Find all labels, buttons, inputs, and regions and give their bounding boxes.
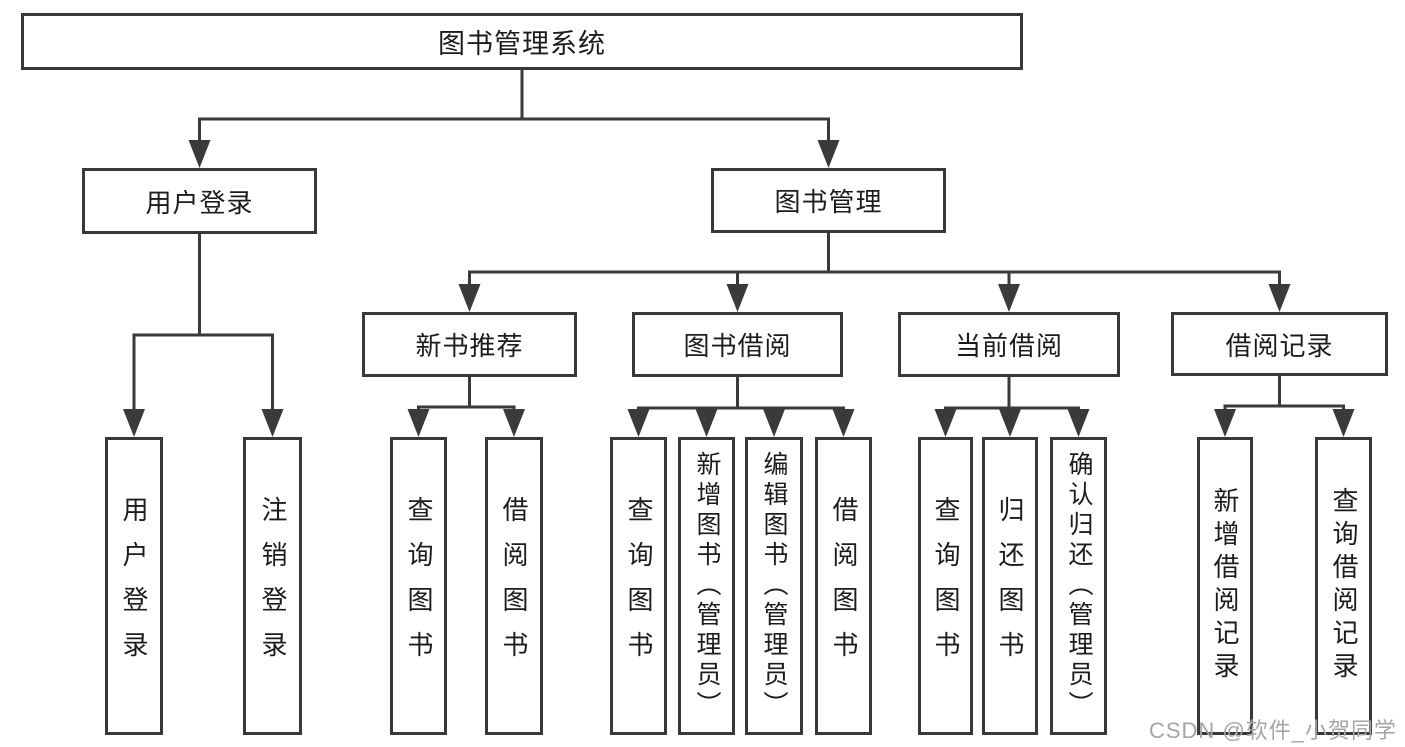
arrowhead-icon bbox=[999, 409, 1021, 437]
node-label-cat-current-borrow: 当前借阅 bbox=[954, 331, 1063, 361]
node-label-leaf-borrow-book-rec: 借阅图书 bbox=[499, 496, 529, 676]
node-leaf-borrow-book-bor: 借阅图书 bbox=[815, 437, 872, 735]
arrowhead-icon bbox=[407, 409, 430, 437]
arrowhead-icon bbox=[188, 140, 211, 168]
node-leaf-query-book-rec: 查询图书 bbox=[390, 437, 447, 735]
node-label-module-user-login: 用户登录 bbox=[145, 187, 254, 218]
arrowhead-icon bbox=[458, 284, 481, 312]
node-leaf-add-record: 新增借阅记录 bbox=[1197, 437, 1253, 735]
node-label-leaf-query-book-rec: 查询图书 bbox=[404, 496, 434, 676]
node-cat-current-borrow: 当前借阅 bbox=[898, 312, 1120, 377]
arrowhead-icon bbox=[763, 409, 785, 437]
node-label-leaf-query-book-cur: 查询图书 bbox=[931, 496, 961, 676]
node-label-leaf-return-book: 归还图书 bbox=[995, 496, 1025, 676]
node-leaf-edit-book: 编辑图书（管理员） bbox=[745, 437, 803, 735]
node-leaf-query-book-cur: 查询图书 bbox=[918, 437, 973, 735]
arrowhead-icon bbox=[1268, 284, 1291, 312]
node-leaf-query-record: 查询借阅记录 bbox=[1315, 437, 1372, 735]
node-cat-new-book-rec: 新书推荐 bbox=[362, 312, 577, 377]
node-label-leaf-query-record: 查询借阅记录 bbox=[1329, 487, 1359, 685]
node-label-leaf-user-login: 用户登录 bbox=[119, 496, 149, 676]
node-leaf-add-book: 新增图书（管理员） bbox=[678, 437, 735, 735]
node-leaf-query-book-bor: 查询图书 bbox=[610, 437, 667, 735]
arrowhead-icon bbox=[1332, 409, 1355, 437]
node-label-leaf-add-book: 新增图书（管理员） bbox=[693, 451, 721, 721]
arrowhead-icon bbox=[832, 409, 855, 437]
arrowhead-icon bbox=[817, 140, 840, 168]
node-label-leaf-logout: 注销登录 bbox=[258, 496, 288, 676]
node-label-cat-book-borrow: 图书借阅 bbox=[683, 331, 792, 361]
node-label-leaf-query-book-bor: 查询图书 bbox=[624, 496, 654, 676]
node-label-leaf-edit-book: 编辑图书（管理员） bbox=[760, 451, 788, 721]
node-module-user-login: 用户登录 bbox=[82, 168, 317, 234]
node-leaf-logout: 注销登录 bbox=[243, 437, 302, 735]
arrowhead-icon bbox=[503, 409, 525, 437]
node-label-cat-new-book-rec: 新书推荐 bbox=[415, 331, 524, 361]
arrowhead-icon bbox=[627, 409, 650, 437]
node-label-cat-borrow-record: 借阅记录 bbox=[1225, 330, 1334, 361]
arrowhead-icon bbox=[1214, 409, 1236, 437]
arrowhead-icon bbox=[1067, 409, 1090, 437]
node-root: 图书管理系统 bbox=[21, 13, 1023, 70]
node-module-book-mgmt: 图书管理 bbox=[711, 168, 946, 233]
arrowhead-icon bbox=[998, 284, 1020, 312]
node-leaf-confirm-return: 确认归还（管理员） bbox=[1050, 437, 1107, 735]
arrowhead-icon bbox=[726, 284, 749, 312]
arrowhead-icon bbox=[123, 409, 145, 437]
watermark: CSDN @软件_小贺同学 bbox=[1148, 718, 1397, 743]
node-label-leaf-borrow-book-bor: 借阅图书 bbox=[829, 496, 859, 676]
node-label-leaf-confirm-return: 确认归还（管理员） bbox=[1065, 451, 1093, 721]
node-label-leaf-add-record: 新增借阅记录 bbox=[1210, 487, 1240, 685]
arrowhead-icon bbox=[261, 409, 284, 437]
node-cat-book-borrow: 图书借阅 bbox=[632, 312, 843, 377]
node-leaf-return-book: 归还图书 bbox=[982, 437, 1038, 735]
node-label-root: 图书管理系统 bbox=[438, 29, 606, 59]
node-leaf-borrow-book-rec: 借阅图书 bbox=[485, 437, 543, 735]
arrowhead-icon bbox=[695, 409, 718, 437]
node-label-module-book-mgmt: 图书管理 bbox=[774, 187, 883, 217]
arrowhead-icon bbox=[934, 409, 957, 437]
node-cat-borrow-record: 借阅记录 bbox=[1171, 312, 1388, 376]
node-leaf-user-login: 用户登录 bbox=[105, 437, 163, 735]
